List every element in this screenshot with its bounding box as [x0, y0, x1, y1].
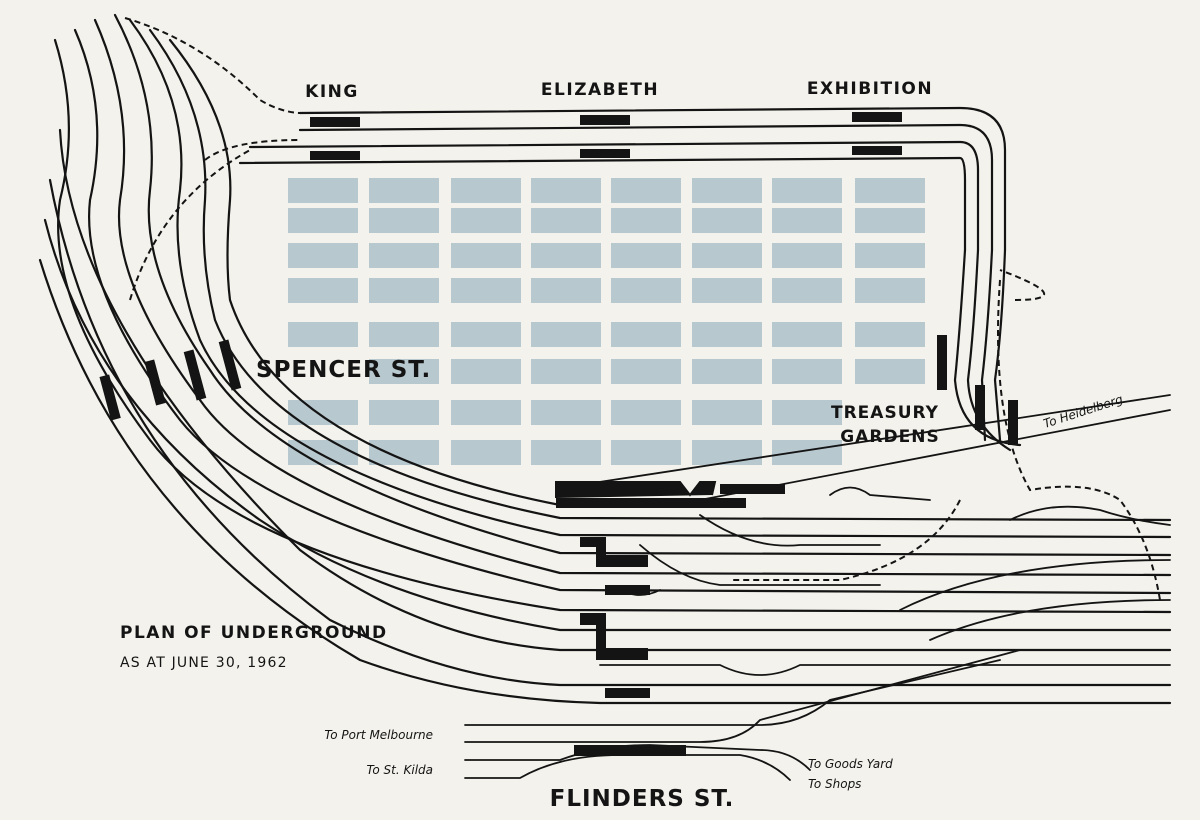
city-block — [855, 359, 925, 384]
city-block — [369, 178, 439, 203]
flinders-street-label: FLINDERS ST. — [550, 786, 735, 812]
city-block — [772, 359, 842, 384]
destination-shops: To Shops — [808, 777, 861, 791]
city-block — [451, 440, 521, 465]
spencer-street-label: SPENCER ST. — [256, 357, 431, 383]
city-block — [692, 208, 762, 233]
city-block — [451, 400, 521, 425]
city-grid-blocks — [288, 178, 925, 465]
city-block — [692, 178, 762, 203]
city-block — [855, 208, 925, 233]
city-block — [855, 278, 925, 303]
city-block — [611, 400, 681, 425]
city-block — [531, 278, 601, 303]
city-block — [611, 243, 681, 268]
city-block — [855, 178, 925, 203]
city-block — [692, 278, 762, 303]
city-block — [855, 322, 925, 347]
city-block — [692, 243, 762, 268]
city-block — [531, 400, 601, 425]
city-block — [531, 359, 601, 384]
city-block — [772, 440, 842, 465]
city-block — [369, 208, 439, 233]
city-block — [451, 322, 521, 347]
city-block — [772, 178, 842, 203]
city-block — [772, 278, 842, 303]
city-loop-tracks — [238, 106, 1022, 452]
city-block — [611, 208, 681, 233]
city-block — [451, 208, 521, 233]
city-block — [288, 278, 358, 303]
city-block — [772, 400, 842, 425]
destination-goods-yard: To Goods Yard — [808, 757, 893, 771]
planned-dashed-lines — [124, 17, 1161, 601]
city-block — [692, 322, 762, 347]
city-block — [692, 359, 762, 384]
city-block — [369, 400, 439, 425]
city-block — [288, 243, 358, 268]
destination-heidelberg: To Heidelberg — [1042, 392, 1125, 431]
destination-port-melbourne: To Port Melbourne — [324, 728, 433, 742]
city-block — [611, 440, 681, 465]
city-block — [611, 278, 681, 303]
city-block — [369, 243, 439, 268]
city-block — [288, 208, 358, 233]
station-label-elizabeth: ELIZABETH — [541, 80, 659, 100]
city-block — [531, 440, 601, 465]
city-block — [531, 243, 601, 268]
city-block — [369, 278, 439, 303]
city-block — [772, 322, 842, 347]
western-approach-tracks — [38, 13, 1172, 705]
treasury-gardens-label-line1: TREASURY — [831, 403, 939, 423]
city-block — [369, 440, 439, 465]
city-block — [611, 322, 681, 347]
city-block — [531, 208, 601, 233]
city-block — [531, 322, 601, 347]
station-label-exhibition: EXHIBITION — [807, 79, 933, 99]
city-block — [611, 178, 681, 203]
city-block — [451, 243, 521, 268]
city-block — [369, 359, 439, 384]
plan-title: PLAN OF UNDERGROUND — [120, 623, 388, 643]
city-block — [692, 400, 762, 425]
plan-date: AS AT JUNE 30, 1962 — [120, 655, 288, 671]
city-block — [772, 208, 842, 233]
destination-st-kilda: To St. Kilda — [367, 763, 433, 777]
city-block — [611, 359, 681, 384]
city-block — [855, 243, 925, 268]
city-block — [772, 243, 842, 268]
city-block — [451, 359, 521, 384]
station-platforms — [99, 112, 1018, 756]
city-block — [288, 322, 358, 347]
city-block — [531, 178, 601, 203]
city-block — [451, 178, 521, 203]
treasury-gardens-label-line2: GARDENS — [840, 427, 939, 447]
city-block — [369, 322, 439, 347]
city-block — [692, 440, 762, 465]
city-block — [451, 278, 521, 303]
station-label-king: KING — [305, 82, 359, 102]
city-block — [288, 178, 358, 203]
